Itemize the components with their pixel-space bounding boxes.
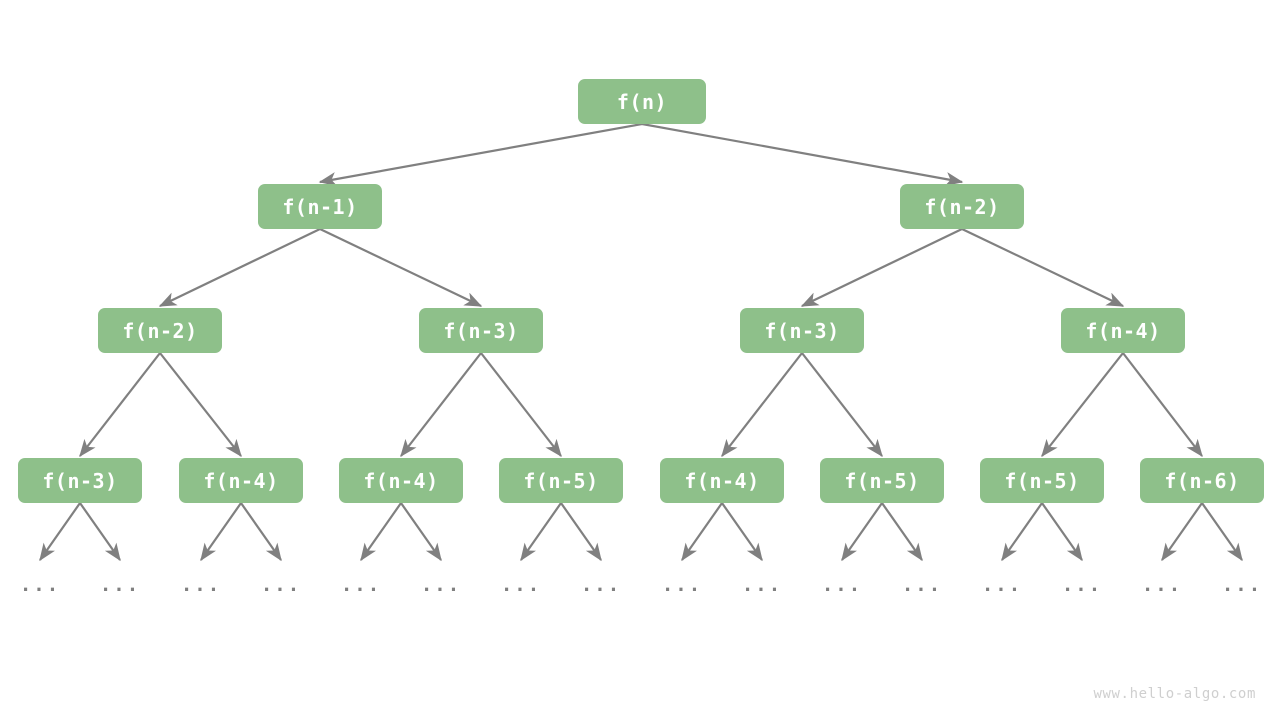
edge-n6-to-n13 bbox=[1041, 352, 1124, 458]
tree-node-n1: f(n-1) bbox=[258, 184, 382, 229]
leaf-edge-13 bbox=[1041, 502, 1083, 562]
leaf-edge-4 bbox=[360, 502, 402, 562]
leaf-edge-6 bbox=[520, 502, 562, 562]
tree-node-label: f(n-3) bbox=[443, 318, 519, 343]
edge-n5-to-n11 bbox=[721, 352, 803, 458]
leaf-edge-3 bbox=[240, 502, 282, 562]
tree-node-label: f(n-5) bbox=[1004, 468, 1080, 493]
leaf-edge-5 bbox=[400, 502, 442, 562]
edge-n1-to-n3 bbox=[158, 228, 321, 307]
tree-node-label: f(n-4) bbox=[203, 468, 279, 493]
ellipsis-label: ... bbox=[901, 574, 943, 596]
leaf-edges bbox=[39, 502, 1243, 562]
edge-n3-to-n8 bbox=[159, 352, 242, 458]
tree-node-label: f(n-3) bbox=[764, 318, 840, 343]
tree-node-n10: f(n-5) bbox=[499, 458, 623, 503]
tree-node-n3: f(n-2) bbox=[98, 308, 222, 353]
watermark: www.hello-algo.com bbox=[1093, 686, 1256, 702]
leaf-edge-0 bbox=[39, 502, 81, 562]
leaf-edge-2 bbox=[200, 502, 242, 562]
tree-node-label: f(n-3) bbox=[42, 468, 118, 493]
ellipsis-label: ... bbox=[99, 574, 141, 596]
ellipsis-label: ... bbox=[741, 574, 783, 596]
tree-node-n5: f(n-3) bbox=[740, 308, 864, 353]
ellipsis-label: ... bbox=[661, 574, 703, 596]
ellipsis-label: ... bbox=[260, 574, 302, 596]
tree-node-n14: f(n-6) bbox=[1140, 458, 1264, 503]
leaf-edge-14 bbox=[1161, 502, 1203, 562]
ellipsis-label: ... bbox=[1221, 574, 1263, 596]
ellipsis-label: ... bbox=[420, 574, 462, 596]
ellipsis-label: ... bbox=[340, 574, 382, 596]
tree-node-n2: f(n-2) bbox=[900, 184, 1024, 229]
ellipsis-label: ... bbox=[180, 574, 222, 596]
edge-n2-to-n6 bbox=[961, 228, 1125, 307]
edge-n5-to-n12 bbox=[801, 352, 883, 458]
ellipsis-label: ... bbox=[500, 574, 542, 596]
tree-node-n8: f(n-4) bbox=[179, 458, 303, 503]
tree-node-n11: f(n-4) bbox=[660, 458, 784, 503]
edge-n4-to-n10 bbox=[480, 352, 562, 458]
tree-node-label: f(n-4) bbox=[363, 468, 439, 493]
leaf-edge-8 bbox=[681, 502, 723, 562]
leaf-edge-12 bbox=[1001, 502, 1043, 562]
edge-n2-to-n5 bbox=[800, 228, 963, 307]
tree-node-label: f(n) bbox=[616, 89, 668, 114]
tree-node-n6: f(n-4) bbox=[1061, 308, 1185, 353]
ellipsis-label: ... bbox=[821, 574, 863, 596]
leaf-edge-15 bbox=[1201, 502, 1243, 562]
edge-n3-to-n7 bbox=[79, 352, 161, 458]
edge-n6-to-n14 bbox=[1122, 352, 1203, 458]
tree-node-n7: f(n-3) bbox=[18, 458, 142, 503]
edge-n1-to-n4 bbox=[319, 228, 483, 307]
ellipsis-label: ... bbox=[580, 574, 622, 596]
tree-edges bbox=[79, 122, 1203, 458]
leaf-edge-11 bbox=[881, 502, 923, 562]
tree-node-label: f(n-5) bbox=[844, 468, 920, 493]
leaf-edge-7 bbox=[560, 502, 602, 562]
tree-node-n12: f(n-5) bbox=[820, 458, 944, 503]
tree-node-n4: f(n-3) bbox=[419, 308, 543, 353]
tree-node-label: f(n-5) bbox=[523, 468, 599, 493]
tree-node-n0: f(n) bbox=[578, 79, 706, 124]
edge-n0-to-n2 bbox=[641, 122, 964, 187]
tree-node-label: f(n-4) bbox=[1085, 318, 1161, 343]
leaf-edge-9 bbox=[721, 502, 763, 562]
edge-n4-to-n9 bbox=[400, 352, 482, 458]
leaf-edge-10 bbox=[841, 502, 883, 562]
ellipsis-label: ... bbox=[1141, 574, 1183, 596]
ellipsis-label: ... bbox=[19, 574, 61, 596]
tree-node-label: f(n-1) bbox=[282, 194, 358, 219]
tree-node-label: f(n-2) bbox=[122, 318, 198, 343]
tree-node-label: f(n-6) bbox=[1164, 468, 1240, 493]
tree-node-label: f(n-4) bbox=[684, 468, 760, 493]
tree-node-label: f(n-2) bbox=[924, 194, 1000, 219]
tree-node-n9: f(n-4) bbox=[339, 458, 463, 503]
edge-n0-to-n1 bbox=[318, 122, 643, 187]
tree-node-n13: f(n-5) bbox=[980, 458, 1104, 503]
ellipsis-label: ... bbox=[981, 574, 1023, 596]
ellipsis-label: ... bbox=[1061, 574, 1103, 596]
leaf-edge-1 bbox=[79, 502, 121, 562]
